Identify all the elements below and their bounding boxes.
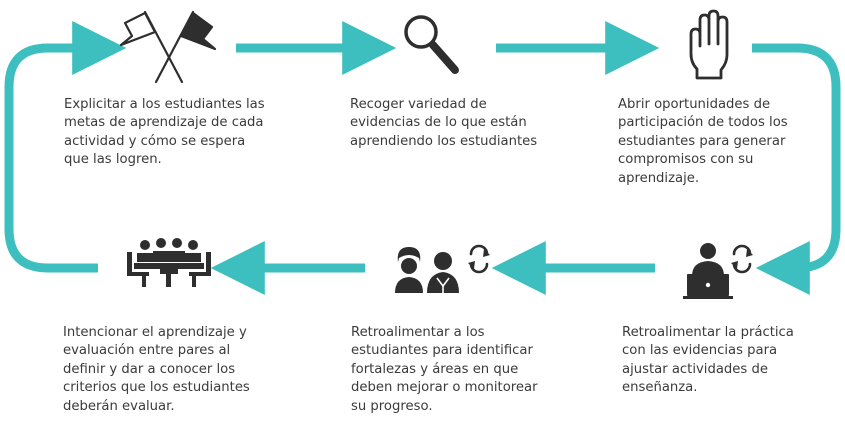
cycle-arrows [4, 21, 841, 295]
teacher-student-refresh-icon [395, 244, 490, 293]
step-3-text: Abrir oportunidades de participación de … [618, 97, 788, 186]
arrow-loop-left [4, 21, 127, 273]
flags-icon [119, 10, 217, 84]
group-meeting-icon [127, 238, 211, 287]
magnifying-glass-icon [404, 15, 459, 74]
step-4-text: Intencionar el aprendizaje y evaluación … [63, 325, 250, 414]
step-5-text: Retroalimentar a los estudiantes para id… [351, 325, 538, 414]
step-1-text: Explicitar a los estudiantes las metas d… [64, 97, 265, 168]
arrow-loop-right [752, 43, 841, 295]
step-2-text: Recoger variedad de evidencias de lo que… [350, 97, 538, 149]
raised-hand-icon [689, 9, 729, 80]
person-laptop-refresh-icon [683, 243, 753, 299]
step-6-text: Retroalimentar la práctica con las evide… [622, 325, 794, 396]
